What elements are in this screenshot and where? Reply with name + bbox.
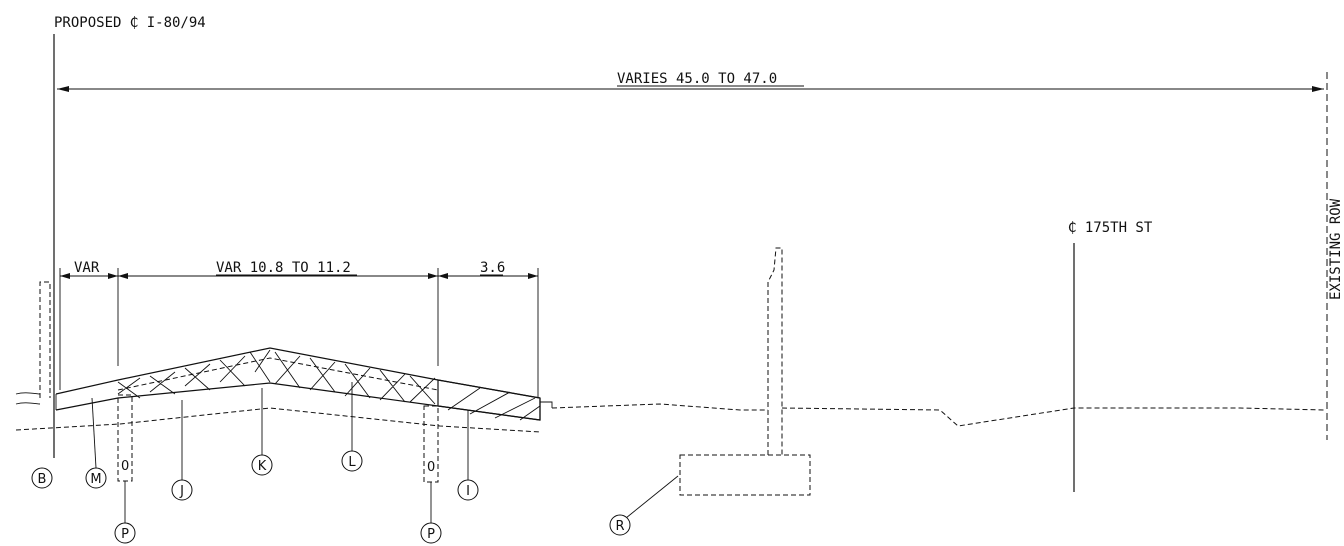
svg-text:K: K <box>258 459 267 474</box>
right-drain: 0 <box>423 405 439 524</box>
left-drain-mark: 0 <box>121 459 129 474</box>
shoulder-hatch <box>437 379 541 421</box>
callout-R: R <box>609 475 679 536</box>
svg-text:M: M <box>90 472 101 487</box>
retaining-wall <box>679 247 811 496</box>
street-centerline-label: ₵ 175TH ST <box>1068 220 1153 236</box>
svg-text:P: P <box>427 527 435 542</box>
left-drain: 0 <box>117 394 133 524</box>
callout-P-left: P <box>114 522 136 544</box>
callout-L: L <box>341 382 363 472</box>
callout-K: K <box>251 388 273 476</box>
left-barrier <box>39 281 51 398</box>
svg-text:I: I <box>466 484 470 499</box>
svg-text:P: P <box>121 527 129 542</box>
svg-text:L: L <box>348 455 356 470</box>
pavement-section <box>55 347 553 421</box>
overall-dimension-line <box>57 86 1324 92</box>
pavement-crosshatch <box>117 349 436 405</box>
overall-dimension-label: VARIES 45.0 TO 47.0 <box>617 71 777 87</box>
callout-I: I <box>457 410 479 501</box>
callout-P-right: P <box>420 522 442 544</box>
right-drain-mark: 0 <box>427 460 435 475</box>
lower-dimension-chain <box>59 268 539 398</box>
callout-M: M <box>85 397 107 489</box>
proposed-centerline-label: PROPOSED ₵ I-80/94 <box>54 15 206 31</box>
dim-mid-label: VAR 10.8 TO 11.2 <box>216 260 351 276</box>
svg-text:J: J <box>179 484 184 499</box>
callout-J: J <box>171 400 193 501</box>
existing-row-label: EXISTING ROW <box>1328 198 1344 300</box>
dim-var-label: VAR <box>74 260 100 276</box>
existing-ground-left <box>15 392 541 433</box>
svg-text:R: R <box>615 519 624 534</box>
existing-ground-right <box>551 403 1327 427</box>
svg-text:B: B <box>38 472 47 487</box>
dim-right-label: 3.6 <box>480 260 505 276</box>
callout-B: B <box>31 467 53 489</box>
